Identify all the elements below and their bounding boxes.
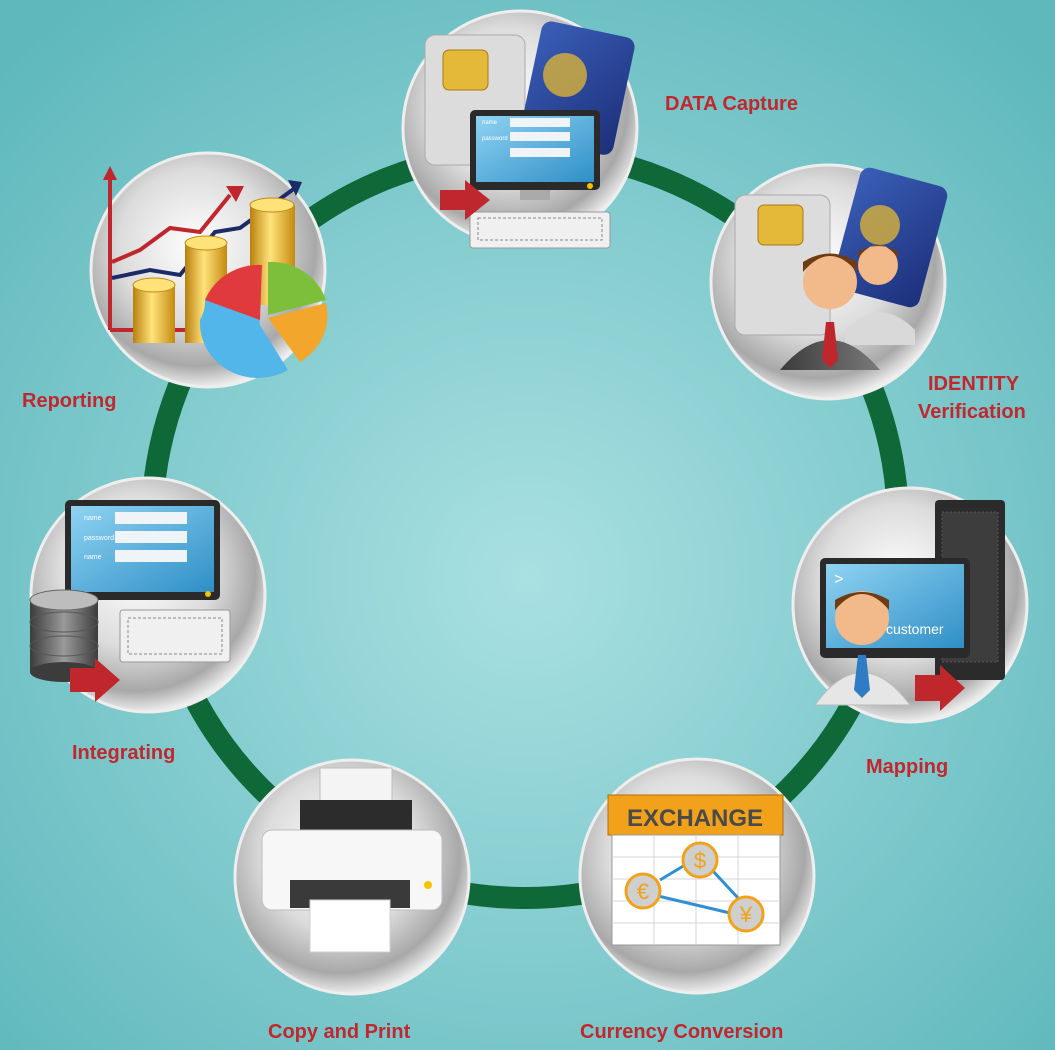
form-label-name: name	[84, 515, 102, 522]
label-copy-and-print: Copy and Print	[268, 1021, 411, 1043]
label-currency-conversion: Currency Conversion	[580, 1021, 783, 1043]
node-currency-conversion: EXCHANGE $ € ¥	[578, 757, 816, 995]
label-integrating: Integrating	[72, 742, 175, 764]
node-identity-verification	[709, 163, 948, 401]
dollar-symbol: $	[694, 848, 706, 873]
id-card-computer-icon: name password	[424, 21, 635, 249]
form-label-name-2: name	[84, 554, 102, 561]
label-identity-verification-line2: Verification	[918, 401, 1026, 423]
database-computer-icon: name password name	[29, 500, 231, 702]
form-label-password: password	[482, 136, 508, 142]
label-identity-verification-line1: IDENTITY	[928, 373, 1020, 395]
customer-server-icon: > customer	[814, 500, 1005, 711]
label-mapping: Mapping	[866, 756, 948, 778]
printer-icon	[261, 767, 443, 953]
node-mapping: > customer	[791, 486, 1029, 724]
form-label-password: password	[84, 535, 114, 542]
label-data-capture: DATA Capture	[665, 93, 798, 115]
prompt-symbol: >	[834, 571, 844, 589]
charts-coins-icon	[103, 166, 328, 378]
label-reporting: Reporting	[22, 390, 116, 412]
id-card-people-icon	[734, 167, 948, 370]
exchange-sign-text: EXCHANGE	[627, 805, 763, 832]
node-data-capture: name password	[401, 9, 639, 249]
currency-exchange-icon: EXCHANGE $ € ¥	[607, 794, 784, 946]
euro-symbol: €	[637, 879, 649, 904]
yen-symbol: ¥	[739, 902, 753, 927]
node-reporting	[89, 151, 328, 389]
node-integrating: name password name	[29, 476, 267, 714]
node-copy-and-print	[233, 758, 471, 996]
form-label-name: name	[482, 120, 498, 126]
screen-text-customer: customer	[886, 621, 944, 637]
